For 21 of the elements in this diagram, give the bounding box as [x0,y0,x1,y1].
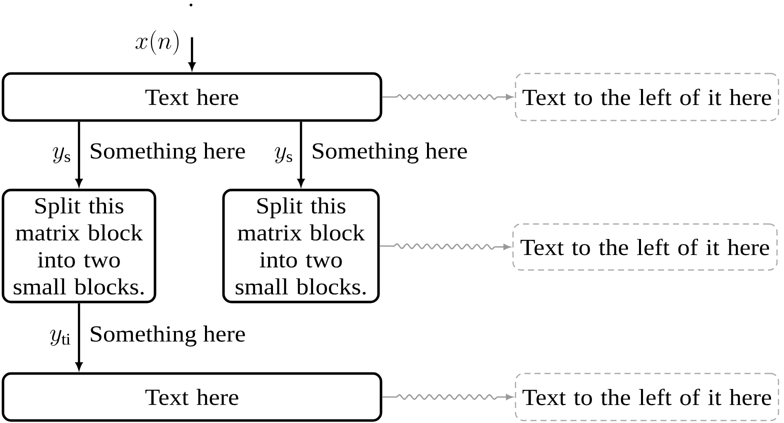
arrow [76,303,82,370]
arrow [76,122,82,186]
wavy-arrow [382,394,513,400]
annotation-text: Something here [90,142,245,164]
process-box: Text here [2,72,382,122]
arrow [188,37,196,70]
process-box: Split this matrix block into two small blocks. [2,188,156,304]
process-box: Text here [2,372,382,422]
annotation-text: Something here [90,326,245,346]
note-box: Text to the left of it here [512,223,778,271]
annotation-text: Something here [312,142,467,164]
edge-label: $x(n)$ [135,30,179,55]
process-box: Split this matrix block into two small blocks. [222,188,380,304]
arrow [298,122,304,186]
note-box: Text to the left of it here [514,372,780,422]
wavy-arrow [382,94,513,100]
edge-label: $y_\mathrm{ti}$ [50,330,70,346]
note-box: Text to the left of it here [514,72,780,122]
edge-label: $y_\mathrm{s}$ [52,147,70,164]
wavy-arrow [380,243,510,250]
edge-label: $y_\mathrm{s}$ [274,147,292,164]
